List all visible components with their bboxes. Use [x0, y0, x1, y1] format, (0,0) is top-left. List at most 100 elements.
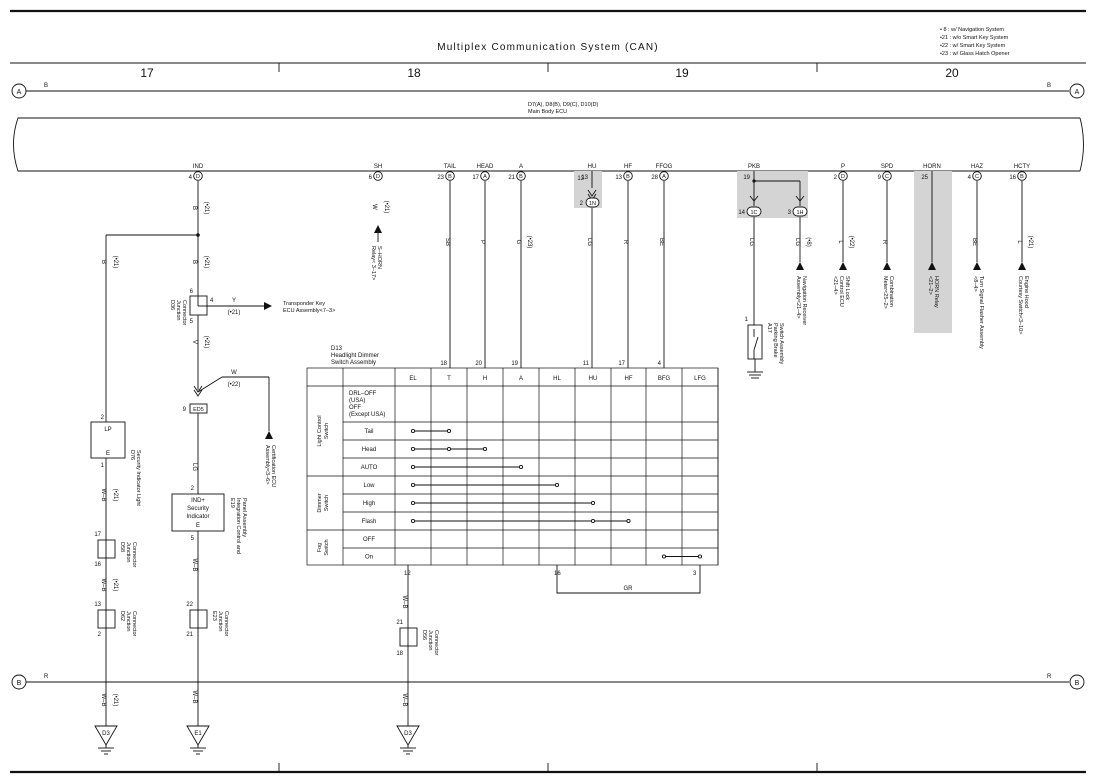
terminal-connector [882, 171, 892, 181]
svg-text:LP: LP [104, 427, 111, 433]
terminal-connector [659, 171, 669, 181]
switch-terminal-dot [410, 464, 416, 470]
switch-col-hu: HU [589, 376, 598, 382]
grid-numbers: 17 18 19 20 [140, 66, 959, 80]
svg-text:A: A [1075, 89, 1080, 96]
switch-bottom-pin: 16 [554, 571, 561, 577]
switch-terminal-dot [554, 482, 560, 488]
terminal-name: SPD [881, 164, 894, 170]
svg-text:13: 13 [94, 602, 101, 608]
wire-ind-b2: B [191, 260, 197, 264]
switch-row-label: Head [362, 447, 376, 453]
wire-wb-sw2: W–B [401, 693, 407, 706]
svg-text:21: 21 [186, 632, 193, 638]
terminal-connector [480, 171, 490, 181]
rail-b-right-marker [1069, 674, 1085, 690]
terminal-connector-letter: D [196, 174, 200, 180]
parking-brake-switch: 1 [745, 317, 763, 379]
switch-col-el: EL [409, 376, 417, 382]
terminal-name: HAZ [971, 164, 983, 170]
svg-text:21: 21 [396, 620, 403, 626]
terminal-name: HEAD [477, 164, 494, 170]
svg-text:D62: D62 [119, 611, 125, 621]
svg-text:1C: 1C [750, 210, 757, 216]
wire-ind-b1: B [191, 206, 197, 210]
svg-text:Parking Brake: Parking Brake [772, 323, 778, 358]
svg-text:Relay< 3–17>: Relay< 3–17> [370, 246, 376, 280]
wire-pkb-right-color: LG [794, 238, 800, 246]
wire-pkb-right-note: (•8) [805, 237, 811, 246]
terminal-connector-letter: B [1020, 174, 1024, 180]
switch-terminal-dot [590, 500, 596, 506]
svg-text:Connector: Connector [433, 630, 439, 656]
grid-19: 19 [675, 66, 689, 80]
note-23: •23 : w/ Glass Hatch Opener [940, 51, 1010, 57]
switch-terminal-dot [446, 446, 452, 452]
svg-text:Control ECU: Control ECU [838, 276, 844, 307]
grid-20: 20 [945, 66, 959, 80]
switch-terminal-dot [410, 500, 416, 506]
rail-a-left-marker [11, 83, 27, 99]
terminal-pin: 25 [921, 175, 928, 181]
switch-terminal-dot [410, 482, 416, 488]
terminal-pin: 17 [472, 175, 479, 181]
svg-text:Combination: Combination [888, 276, 894, 307]
svg-text:Switch Assembly: Switch Assembly [331, 360, 376, 366]
switch-col-hl: HL [553, 376, 561, 382]
switch-group-label: Switch [324, 539, 330, 555]
terminal-name: HU [588, 164, 597, 170]
wire-wb-bot-left: W–B [100, 693, 106, 706]
switch-top-pin: 17 [618, 361, 625, 367]
svg-text:Certification ECU: Certification ECU [270, 445, 276, 487]
switch-row-label: On [365, 555, 373, 561]
svg-text:1H: 1H [796, 210, 803, 216]
ground-d3: D3 [94, 725, 118, 755]
dest-horn-relay: HORN Relay<21–2> [927, 276, 939, 308]
wire-hcty-color: L [1016, 240, 1022, 244]
switch-row-label: Tail [364, 429, 373, 435]
switch-top-pin: 4 [658, 361, 662, 367]
wire-sh-note: (•21) [383, 201, 389, 214]
switch-row-label: High [363, 501, 375, 507]
terminal-pin: 23 [437, 175, 444, 181]
switch-group-label: Fog [317, 543, 323, 552]
switch-col-lfg: LFG [694, 376, 706, 382]
switch-row-label: Low [363, 483, 375, 489]
svg-text:Junction: Junction [427, 630, 433, 651]
terminal-pin: 16 [1009, 175, 1016, 181]
terminal-pin: 6 [369, 175, 373, 181]
terminal-connector-letter: A [483, 174, 487, 180]
destination-arrows [265, 225, 1026, 439]
terminal-connector [516, 171, 526, 181]
terminal-head: HEAD A 17 [472, 164, 494, 181]
wire-y: Y [232, 298, 236, 304]
svg-text:D58: D58 [119, 542, 125, 552]
junction-d56: 21 18 [396, 620, 418, 657]
svg-text:Transponder Key: Transponder Key [283, 301, 325, 307]
wire-hf-color: R [622, 240, 628, 245]
wire-spd-color: R [881, 240, 887, 245]
svg-text:5: 5 [190, 319, 194, 325]
svg-text:D36: D36 [169, 300, 175, 310]
svg-text:1: 1 [745, 317, 749, 323]
switch-col-h: H [483, 376, 487, 382]
terminal-pin: 4 [189, 175, 193, 181]
svg-text:Assembly<21–4>: Assembly<21–4> [795, 276, 801, 319]
svg-text:A: A [17, 89, 22, 96]
wire-a-note: (•23) [526, 236, 532, 249]
svg-text:Connector: Connector [223, 611, 229, 637]
wire-ind-b2-note: (•21) [203, 256, 209, 269]
junction-d62: 13 2 [94, 602, 116, 638]
wire-wb-left2-note: (•21) [112, 579, 118, 592]
terminal-p: PD2 [834, 164, 848, 181]
main-body-ecu: D7(A), D8(B), D9(C), D10(D) Main Body EC… [13, 102, 1084, 172]
